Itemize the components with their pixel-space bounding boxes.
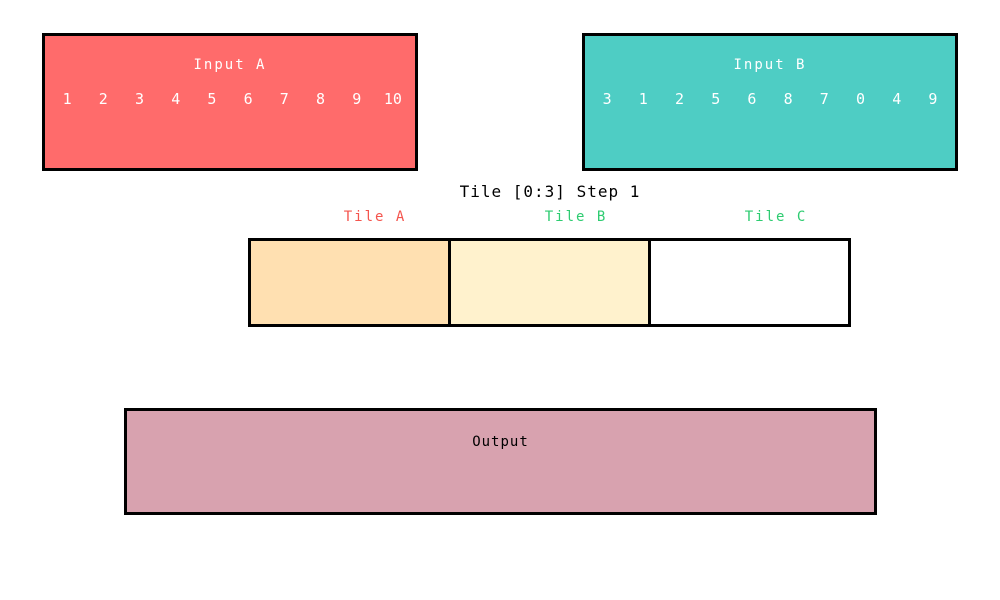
value-cell: 0 (856, 90, 866, 108)
input-a-box: Input A 1 2 3 4 5 6 7 8 9 10 (42, 33, 418, 171)
value-cell: 9 (928, 90, 938, 108)
output-title: Output (472, 434, 529, 450)
value-cell: 6 (747, 90, 757, 108)
value-cell: 1 (638, 90, 648, 108)
tile-a-label: Tile A (343, 209, 407, 225)
value-cell: 5 (207, 90, 217, 108)
value-cell: 3 (134, 90, 145, 108)
value-cell: 2 (98, 90, 108, 108)
value-cell: 1 (62, 90, 72, 108)
input-b-box: Input B 3 1 2 5 6 8 7 0 4 9 (582, 33, 958, 171)
tile-c-label: Tile C (744, 209, 808, 225)
value-cell: 9 (352, 90, 362, 108)
input-a-title: Input A (193, 57, 267, 73)
output-box: Output (124, 408, 877, 515)
value-cell: 7 (279, 90, 289, 108)
value-cell: 4 (171, 90, 181, 108)
tile-a-cell (251, 241, 451, 324)
tile-b-cell (451, 241, 651, 324)
value-cell: 6 (243, 90, 253, 108)
value-cell: 7 (819, 90, 829, 108)
tile-c-cell (651, 241, 848, 324)
value-cell: 3 (602, 90, 612, 108)
value-cell: 4 (892, 90, 902, 108)
value-cell: 8 (316, 90, 326, 108)
step-title: Tile [0:3] Step 1 (459, 182, 641, 201)
tile-b-label: Tile B (544, 209, 608, 225)
input-b-values: 3 1 2 5 6 8 7 0 4 9 (589, 90, 951, 108)
value-cell: 10 (383, 90, 402, 108)
value-cell: 2 (674, 90, 685, 108)
value-cell: 5 (711, 90, 721, 108)
input-a-values: 1 2 3 4 5 6 7 8 9 10 (49, 90, 411, 108)
tile-row (248, 238, 851, 327)
value-cell: 8 (783, 90, 793, 108)
input-b-title: Input B (733, 57, 807, 73)
